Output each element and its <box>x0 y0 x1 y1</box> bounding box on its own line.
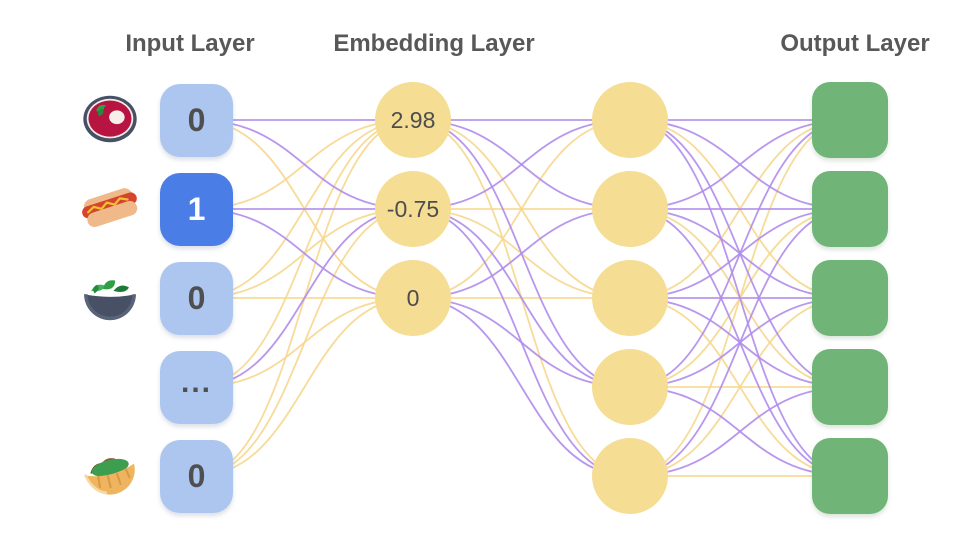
hidden-node-1 <box>592 82 668 158</box>
pita-icon <box>84 458 135 495</box>
edge-hidden-output-4-1 <box>629 119 851 388</box>
edge-input-embedding-5-2 <box>195 208 414 477</box>
input-node-2-value: 1 <box>187 191 206 227</box>
output-node-1 <box>812 82 888 158</box>
hidden-node-2 <box>592 171 668 247</box>
embedding-node-2: -0.75 <box>375 171 451 247</box>
embedding-node-1: 2.98 <box>375 82 451 158</box>
input-node-2-active: 1 <box>160 173 233 246</box>
embedding-node-2-value: -0.75 <box>386 195 440 222</box>
input-node-4: ... <box>160 351 233 424</box>
hidden-node-3 <box>592 260 668 336</box>
edge-input-embedding-4-2 <box>195 208 414 388</box>
output-node-3 <box>812 260 888 336</box>
input-node-1-value: 0 <box>187 102 206 138</box>
edge-hidden-output-5-2 <box>629 208 851 477</box>
input-layer-header: Input Layer <box>125 30 255 57</box>
input-node-5: 0 <box>160 440 233 513</box>
soup-icon <box>83 95 137 143</box>
output-node-2 <box>812 171 888 247</box>
input-node-4-value: ... <box>180 365 212 399</box>
hidden-node-5 <box>592 438 668 514</box>
edge-hidden-output-5-3 <box>629 297 851 477</box>
input-node-5-value: 0 <box>187 458 206 494</box>
embedding-node-1-value: 2.98 <box>390 106 436 133</box>
embedding-layer-header: Embedding Layer <box>333 30 535 57</box>
output-node-5 <box>812 438 888 514</box>
output-node-4 <box>812 349 888 425</box>
hidden-node-4 <box>592 349 668 425</box>
embedding-node-3: 0 <box>375 260 451 336</box>
edge-input-embedding-5-3 <box>195 297 414 477</box>
hot-dog-icon <box>82 188 138 228</box>
input-node-3-value: 0 <box>187 280 206 316</box>
input-node-1: 0 <box>160 84 233 157</box>
input-node-3: 0 <box>160 262 233 335</box>
edge-embedding-hidden-3-1 <box>412 119 631 299</box>
salad-icon <box>84 280 136 321</box>
embedding-node-3-value: 0 <box>406 284 420 311</box>
output-layer-header: Output Layer <box>780 30 930 57</box>
